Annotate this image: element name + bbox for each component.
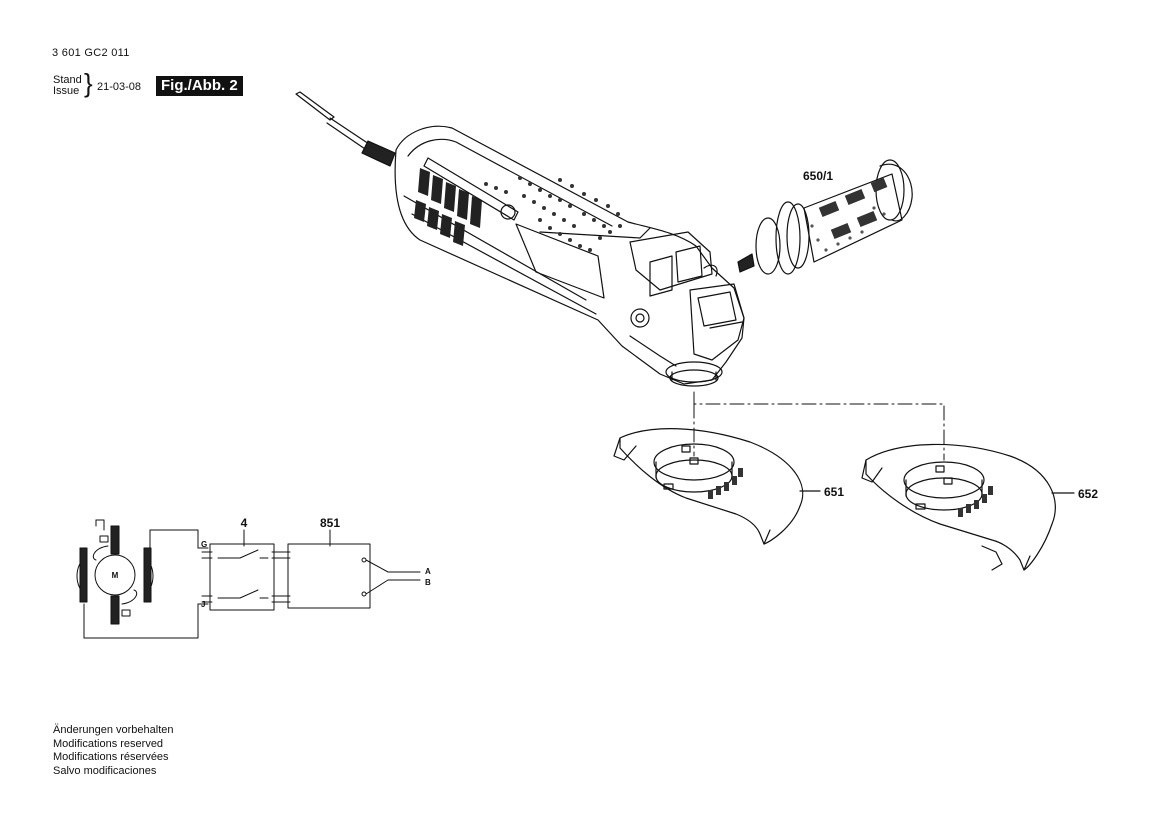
motor-symbol-label: M	[112, 571, 119, 580]
brace-glyph: }	[84, 68, 93, 98]
wheel-guard-652-drawing	[861, 443, 1056, 571]
callout-652: 652	[1078, 487, 1098, 501]
figure-label: Fig./Abb. 2	[156, 76, 243, 96]
terminal-j-label: J	[201, 600, 205, 609]
wiring-diagram	[76, 519, 421, 639]
document-number: 3 601 GC2 011	[52, 47, 130, 59]
terminal-g-label: G	[201, 540, 207, 549]
note-german: Änderungen vorbehalten	[53, 724, 174, 736]
auxiliary-handle-drawing	[737, 159, 913, 275]
callout-851: 851	[320, 516, 340, 530]
stand-label: Stand	[53, 74, 82, 86]
issue-date: 21-03-08	[97, 81, 142, 93]
callout-4: 4	[241, 516, 248, 530]
stand-issue-labels: Stand Issue	[53, 75, 82, 97]
callout-650-1: 650/1	[803, 169, 833, 183]
note-spanish: Salvo modificaciones	[53, 764, 157, 777]
wheel-guard-651-drawing	[613, 428, 804, 545]
note-english: Modifications reserved	[53, 737, 164, 750]
issue-label: Issue	[53, 85, 80, 97]
callout-651: 651	[824, 485, 844, 499]
terminal-a-label: A	[425, 567, 431, 576]
note-french: Modifications réservées	[53, 751, 169, 763]
assembly-guide-lines	[693, 391, 945, 461]
terminal-b-label: B	[425, 578, 431, 587]
angle-grinder-drawing	[295, 91, 745, 387]
modification-notes: Änderungen vorbehalten Modifications res…	[53, 724, 173, 778]
